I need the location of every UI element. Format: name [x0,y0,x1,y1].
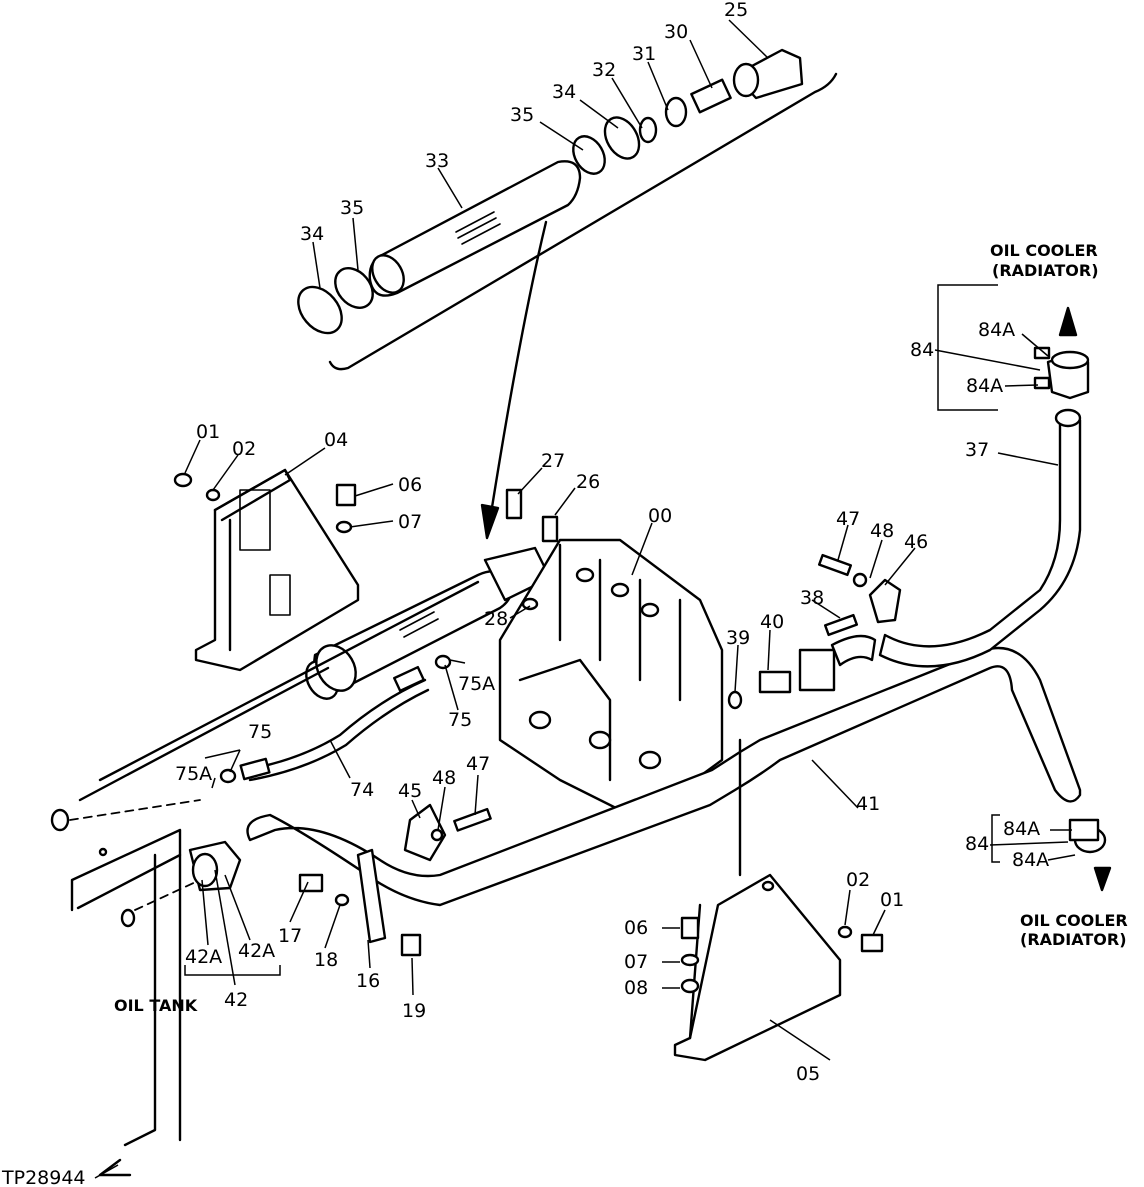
callout: 42A [185,946,222,968]
callout: 75A [175,763,212,785]
callout: 35 [340,197,364,219]
callout: 02 [232,438,256,460]
bracket-04 [173,468,360,672]
callout: 84 [910,339,934,361]
oil-tank-label: OIL TANK [114,996,198,1015]
callout: 01 [880,889,904,911]
bracket-45-16 [298,803,492,957]
oil-cooler-top-label-line1: OIL COOLER [990,241,1098,260]
callout: 48 [432,767,456,789]
annotations: OIL COOLER (RADIATOR) OIL COOLER (RADIAT… [1,241,1128,1187]
callout: 74 [350,779,374,801]
callout: 84A [978,319,1015,341]
callout: 84 [965,833,989,855]
callout: 32 [592,59,616,81]
control-valve-00 [498,488,724,822]
oil-cooler-bottom-label-line2: (RADIATOR) [1020,930,1127,949]
callout: 25 [724,0,748,21]
callout: 47 [836,508,860,530]
callout: 38 [800,587,824,609]
oil-tank [50,799,242,1177]
callout: 47 [466,753,490,775]
callout: 31 [632,43,656,65]
callout: 42A [238,940,275,962]
callout: 05 [796,1063,820,1085]
callout: 04 [324,429,348,451]
callout: 28 [484,608,508,630]
callout: 39 [726,627,750,649]
callout: 07 [398,511,422,533]
oil-cooler-fittings [1033,306,1112,892]
callout: 42 [224,989,248,1011]
callout: 01 [196,421,220,443]
callout: 18 [314,949,338,971]
hose-74 [219,654,452,784]
callout: 75A [458,673,495,695]
callout: 84A [1012,849,1049,871]
callout: 19 [402,1000,426,1022]
callout: 06 [624,917,648,939]
callout: 02 [846,869,870,891]
callout: 07 [624,951,648,973]
return-pipes [246,408,1082,907]
callout: 75 [448,709,472,731]
callout: 37 [965,439,989,461]
callout: 17 [278,925,302,947]
callout: 48 [870,520,894,542]
callout: 34 [300,223,324,245]
leader-lines [94,19,1076,1179]
callout: 35 [510,104,534,126]
callout: 46 [904,531,928,553]
fittings-38-48 [727,553,902,710]
callout: 75 [248,721,272,743]
exploded-strainer-assembly [297,48,838,540]
callout: 84A [1003,818,1040,840]
callout: 34 [552,81,576,103]
callout: 30 [664,21,688,43]
callout: 33 [425,150,449,172]
callout-labels: 25 30 31 32 34 35 33 35 34 01 02 04 06 0… [175,0,1049,1085]
bracket-05 [673,738,884,1062]
oil-cooler-bottom-label-line1: OIL COOLER [1020,911,1128,930]
figure-id: TP28944 [1,1167,86,1187]
callout: 84A [966,375,1003,397]
callout: 41 [856,793,880,815]
suction-pipe-and-strainer [78,546,552,802]
callout: 00 [648,505,672,527]
callout: 40 [760,611,784,633]
callout: 27 [541,450,565,472]
callout: 06 [398,474,422,496]
callout: 45 [398,780,422,802]
callout: 16 [356,970,380,992]
oil-cooler-top-label-line2: (RADIATOR) [992,261,1099,280]
callout: 08 [624,977,648,999]
callout: 26 [576,471,600,493]
